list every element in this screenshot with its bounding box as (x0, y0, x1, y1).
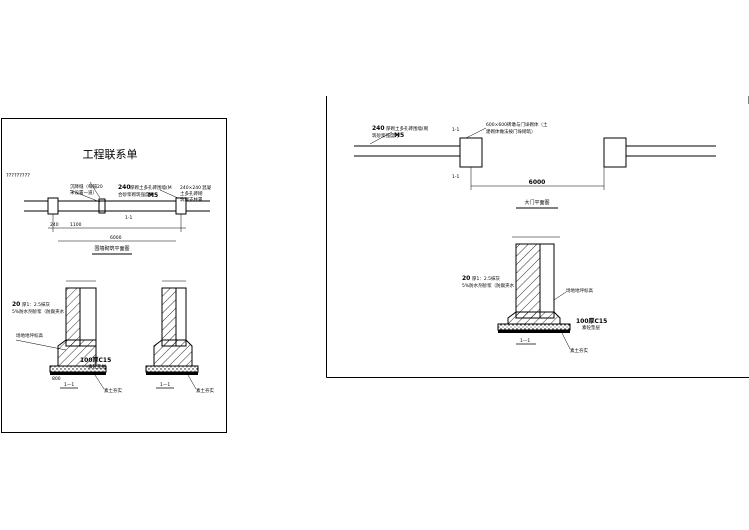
gate-axis-top: 1-1 (452, 127, 459, 133)
right-sheet: 240 厚砌土多孔砖围墙(砌 筑砂浆强度为 M5 600×600砖墩与门垛砌体（… (326, 96, 749, 378)
label-soil: 素土夯实 (104, 387, 122, 394)
dim-segment: 1100 (70, 222, 82, 228)
sheet-title: 工程联系单 (83, 148, 138, 161)
gate-note-line2: 筑砂浆强度为 (372, 132, 399, 139)
note-pier-line3: 筑端支柱置 (180, 196, 203, 203)
note-thickness-num: 240 (118, 184, 131, 191)
label-concrete: 100厚C15 (80, 356, 111, 364)
caption-plan: 围墙砌筑平面图 (94, 245, 129, 252)
cushion-base (50, 372, 106, 375)
section-label-b: 1—1 (160, 382, 170, 388)
label-soil-b: 素土夯实 (196, 387, 214, 394)
left-section-b: 1—1 素土夯实 (145, 280, 214, 394)
wall-hatched-b (161, 287, 177, 347)
pier-note-line2: 建砌体做法按门垛砌筑） (486, 128, 536, 135)
footing-b (153, 339, 193, 367)
gate-label-concrete: 100厚C15 (576, 317, 607, 325)
sec-note-num: 20 (12, 301, 20, 308)
gate-sec-note-num: 20 (462, 275, 470, 282)
gate-axis-bottom: 1-1 (452, 174, 459, 180)
label-ground: 场地地坪标高 (16, 332, 43, 339)
gate-concrete-cushion (497, 323, 571, 331)
caption-gate-plan: 大门平面图 (524, 199, 549, 206)
pier-note-line1: 600×600砖墩与门垛砌体（土 (486, 121, 548, 128)
footing (57, 339, 97, 367)
pier-left (47, 197, 59, 215)
left-sheet-frame (1, 118, 227, 433)
gate-note-num: 240 (372, 125, 385, 132)
note-pier-num: 240×240 (180, 185, 201, 191)
gate-footing (507, 311, 561, 325)
label-cushion: 素砼垫层 (88, 363, 106, 370)
gate-section-label: 1—1 (520, 338, 530, 344)
gate-pier-section: 20 厚1：2.5抹灰 5%防水剂砂浆（防腐夹水 场地地坪标高 100厚C15 … (462, 236, 607, 354)
gate-sec-note-line2: 5%防水剂砂浆（防腐夹水 (462, 282, 515, 289)
pier-body (79, 287, 97, 347)
note-expansion-line2: 米设置一道） (70, 189, 97, 196)
expansion-joint (98, 198, 106, 214)
note-expansion-line1: 沉降缝（每隔20 (70, 183, 103, 190)
gate-wall-hatched (515, 243, 541, 319)
gate-label-soil: 素土夯实 (570, 347, 588, 354)
gate-pier-left (459, 137, 483, 168)
gate-gap-dim: 6000 (529, 179, 546, 186)
sec-note-line2: 5%防水剂砂浆（防腐夹水 (12, 308, 65, 315)
gate-pier-body (539, 243, 555, 319)
wall-hatched (65, 287, 81, 347)
dim-total: 6000 (110, 235, 122, 241)
note-grade: M5 (148, 192, 158, 199)
concrete-cushion-b (145, 365, 199, 373)
gate-label-ground: 场地地坪标高 (566, 287, 593, 294)
left-section-a: 20 厚1：2.5抹灰 5%防水剂砂浆（防腐夹水 场地地坪标高 100厚C15 … (12, 280, 122, 394)
note-wall-line1: 厚砌土多孔砖围墙(M (130, 184, 172, 191)
gate-sec-note-line1: 厚1：2.5抹灰 (472, 275, 501, 282)
dim-pier: 240 (50, 222, 59, 228)
note-wall-line2: 合砂浆砌筑强度为 (118, 191, 154, 198)
note-pier-line2: 土多孔砖砌 (180, 190, 203, 197)
gate-note-grade: M5 (394, 132, 404, 139)
axis-label: 1-1 (125, 215, 132, 221)
left-plan-view: 沉降缝（每隔20 米设置一道） 240 厚砌土多孔砖围墙(M 合砂浆砌筑强度为 … (24, 181, 211, 255)
left-sheet: 工程联系单 ????????? 沉降缝（每隔20 米设置一道） 240 厚砌土多… (1, 118, 227, 433)
section-label: 1—1 (64, 382, 74, 388)
gate-note-line1: 厚砌土多孔砖围墙(砌 (386, 125, 429, 132)
dim-bottom: 800 (52, 376, 61, 382)
mark-text: ????????? (6, 173, 30, 179)
gate-label-cushion: 素砼垫层 (582, 324, 600, 331)
pier-body-b (175, 287, 187, 347)
gate-cushion-base (498, 330, 570, 333)
note-pier-line1: 混凝 (202, 184, 211, 191)
cushion-base-b (146, 372, 198, 375)
gate-plan-view: 240 厚砌土多孔砖围墙(砌 筑砂浆强度为 M5 600×600砖墩与门垛砌体（… (354, 121, 716, 209)
sec-note-line1: 厚1：2.5抹灰 (22, 301, 51, 308)
gate-pier-right (603, 137, 627, 168)
